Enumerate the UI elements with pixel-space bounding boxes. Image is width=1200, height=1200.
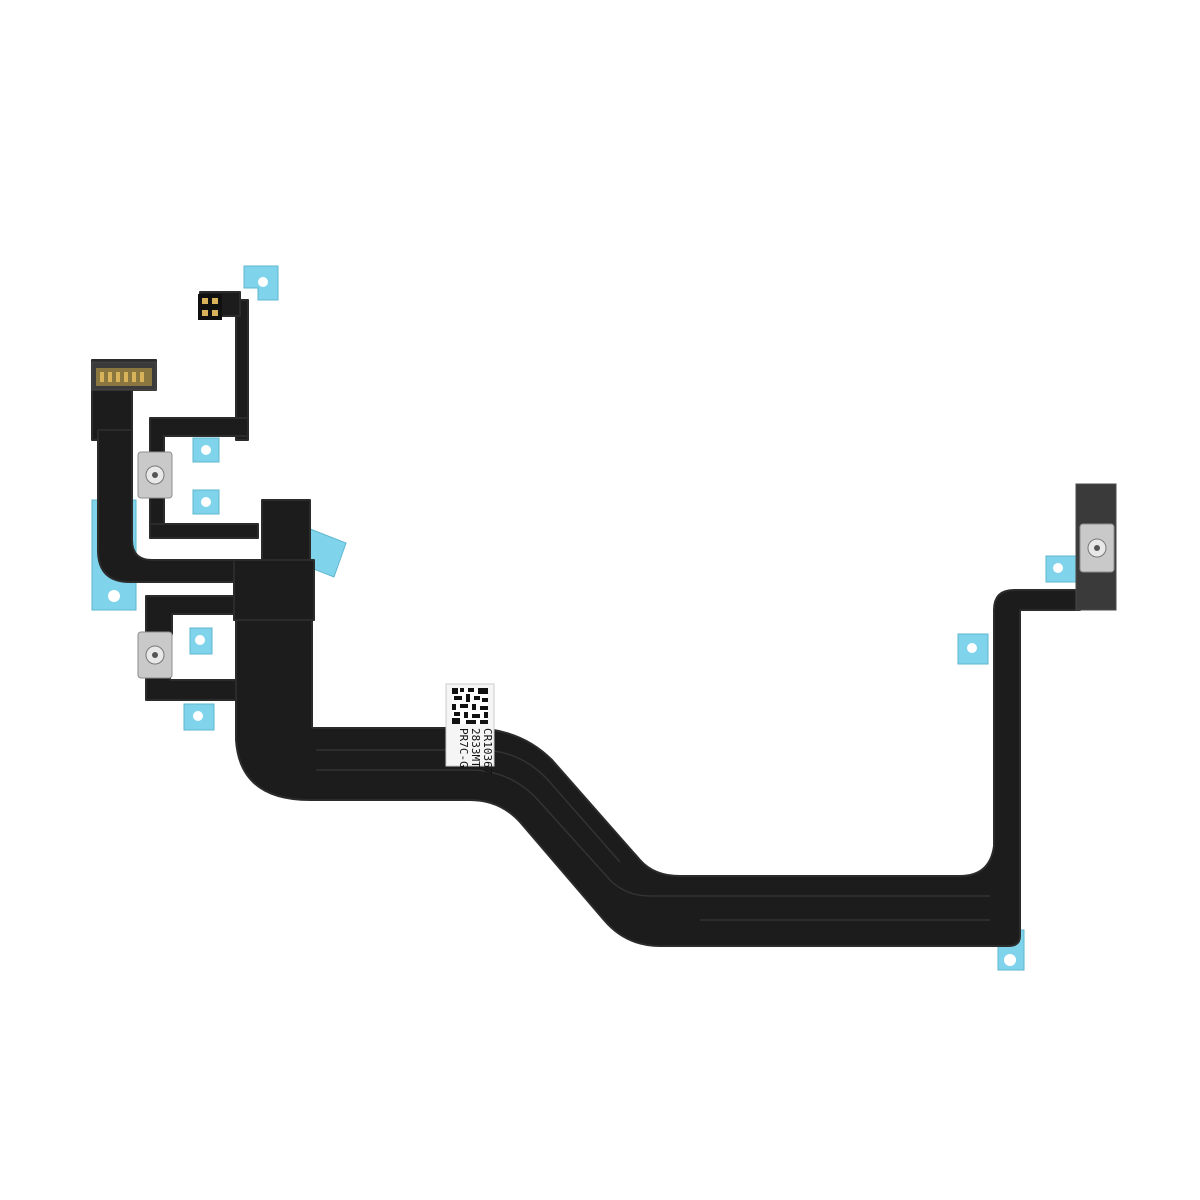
qr-code — [452, 688, 488, 724]
sticker-line-3: PR7C-G — [457, 728, 470, 768]
board-connector — [96, 368, 152, 386]
switch-button-bottom — [137, 631, 173, 679]
contact-pads — [198, 294, 222, 320]
switch-button-top — [137, 451, 173, 499]
switch-button-right — [1079, 523, 1115, 573]
barcode-sticker: CR10367 2833MT PR7C-G — [445, 683, 495, 774]
sticker-line-2: 2833MT — [469, 728, 482, 768]
sticker-line-1: CR10367 — [481, 728, 494, 774]
